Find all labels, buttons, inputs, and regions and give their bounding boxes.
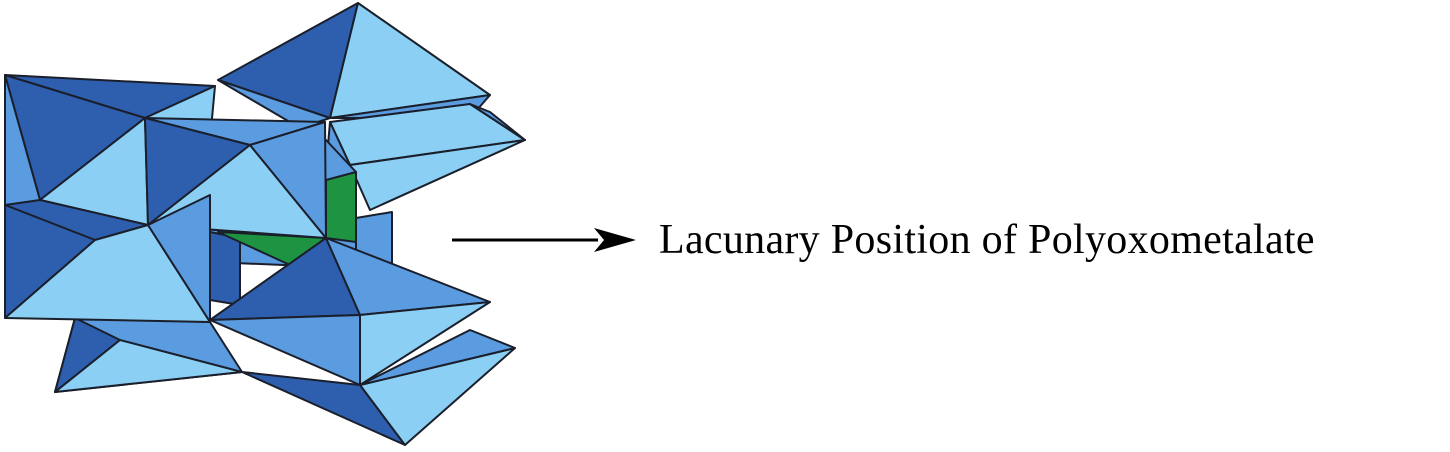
- octahedron-top-left: [4, 74, 216, 226]
- pointer-arrow: [452, 228, 636, 252]
- octahedron-right-lower: [209, 237, 491, 386]
- octahedron-bottom-left: [54, 317, 243, 393]
- polyoxometalate-structure: [4, 2, 526, 446]
- lacunary-position-label: Lacunary Position of Polyoxometalate: [659, 217, 1315, 263]
- octahedron-left-lower: [4, 194, 211, 323]
- octahedron-top-right: [217, 2, 491, 129]
- octahedron-bottom-right: [241, 329, 516, 446]
